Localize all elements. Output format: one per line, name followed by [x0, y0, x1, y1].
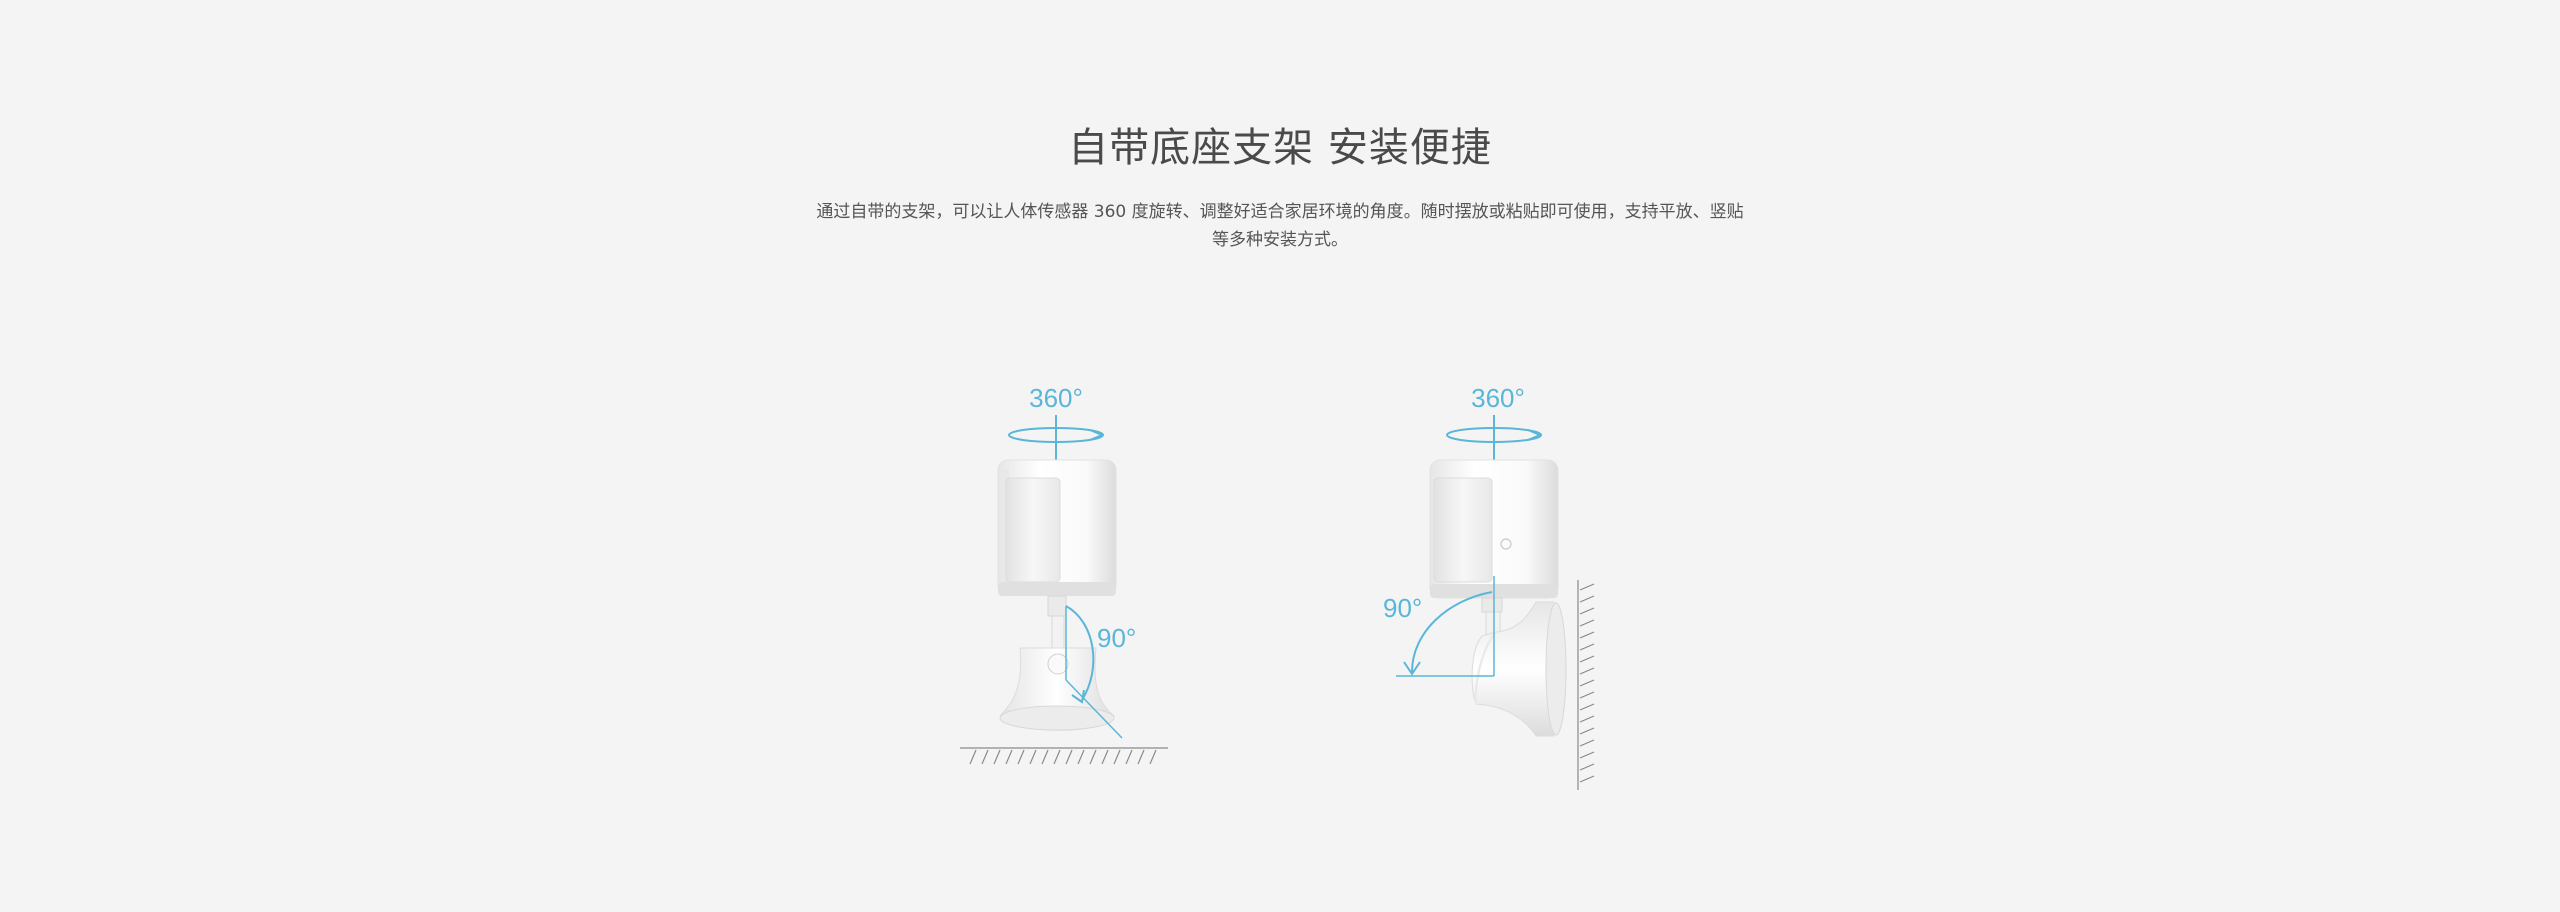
wall-sensor: 360° 90°	[1383, 383, 1595, 790]
section-title: 自带底座支架 安装便捷	[1068, 125, 1492, 171]
pir-lens	[1005, 477, 1061, 583]
wall-tilt-label: 90°	[1383, 593, 1422, 623]
floor-rotation-label: 360°	[1029, 383, 1083, 413]
section-description: 通过自带的支架，可以让人体传感器 360 度旋转、调整好适合家居环境的角度。随时…	[816, 202, 1744, 250]
light-sensor-dot	[1500, 538, 1512, 550]
pir-lens	[1433, 477, 1493, 583]
floor-tilt-label: 90°	[1097, 623, 1136, 653]
floor-sensor: 360° 90°	[960, 383, 1168, 765]
wall-rotation-label: 360°	[1471, 383, 1525, 413]
